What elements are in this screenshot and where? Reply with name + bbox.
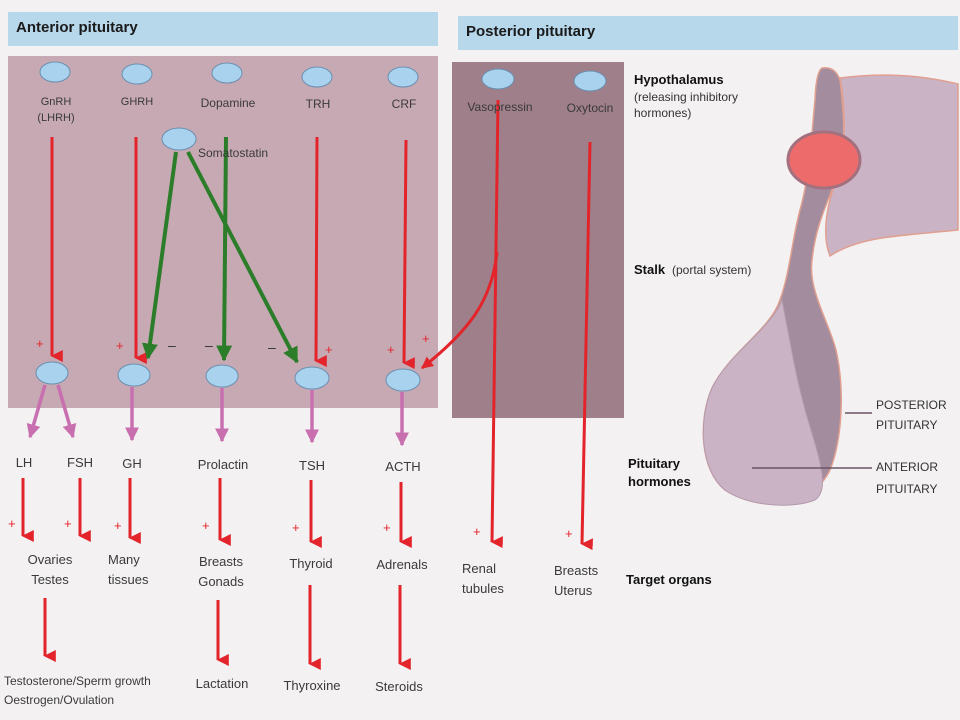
hypothalamus-subtitle-1: (releasing inhibitory [634,90,739,104]
effect-thyroxine: Thyroxine [283,678,341,693]
node-gh [117,363,151,387]
arrow-lh [26,384,47,439]
pituitary-gland-drawing [702,67,959,506]
plus-sign: + [387,342,395,357]
plus-sign: + [422,331,430,346]
node-acth [385,368,421,392]
arrow-vasopressin [490,99,503,549]
node-ghrh [121,63,153,85]
target-organs-title: Target organs [626,572,712,587]
posterior-panel [452,62,624,418]
minus-sign: – [205,337,213,353]
posterior-pituitary-label-2: PITUITARY [876,418,938,432]
node-tsh [294,366,330,390]
effect-steroids: Steroids [375,679,423,694]
posterior-pituitary-label-1: POSTERIOR [876,398,947,412]
arrow-somatostatin-gh [142,151,178,360]
hormone-acth: ACTH [385,459,421,474]
target-breasts: Breasts [198,554,244,569]
stalk-subtitle: (portal system) [672,263,752,277]
hormone-lh: LH [15,455,33,470]
effect-oestrogen-ovulation: Oestrogen/Ovulation [4,693,115,707]
target-thyroid: Thyroid [289,556,333,571]
label-dopamine: Dopamine [200,96,256,110]
minus-sign: – [168,337,176,353]
target-breasts-posterior: Breasts [554,563,599,578]
pituitary-hormones-title-1: Pituitary [628,456,681,471]
plus-sign: + [473,524,481,539]
node-crf [387,66,419,88]
plus-sign: + [114,518,122,533]
plus-sign: + [116,338,124,353]
effect-lactation: Lactation [195,676,249,691]
label-gnrh: GnRH [40,96,72,108]
label-vasopressin: Vasopressin [467,100,533,114]
node-vasopressin [481,68,515,90]
plus-sign: + [64,516,72,531]
target-many: Many [108,552,140,567]
target-testes: Testes [31,572,69,587]
arrow-vasopressin-acth [421,251,499,370]
node-trh [301,66,333,88]
plus-sign: + [565,526,573,541]
plus-sign: + [36,336,44,351]
posterior-header-bar: Posterior pituitary [458,16,958,50]
arrow-trh [314,136,327,368]
target-adrenals: Adrenals [376,557,428,572]
node-somatostatin [161,127,197,151]
target-uterus: Uterus [554,583,593,598]
label-somatostatin: Somatostatin [198,146,269,160]
anterior-pituitary-title: Anterior pituitary [16,19,138,36]
posterior-pituitary-title: Posterior pituitary [466,23,596,40]
arrow-fsh [56,384,77,439]
label-lhrh: (LHRH) [37,112,75,124]
label-ghrh: GHRH [120,96,154,108]
node-lh-fsh [35,361,69,385]
plus-sign: + [325,342,333,357]
node-dopamine [211,62,243,84]
hormone-tsh: TSH [299,458,325,473]
arrow-crf [402,139,415,370]
label-oxytocin: Oxytocin [566,101,614,115]
target-tissues: tissues [108,572,149,587]
effect-testosterone-sperm: Testosterone/Sperm growth [4,674,151,688]
anterior-pituitary-label-2: PITUITARY [876,482,938,496]
arrow-oxytocin [580,141,593,551]
node-gnrh [39,61,71,83]
arrow-somatostatin-tsh [186,151,299,364]
node-prolactin [205,364,239,388]
target-gonads: Gonads [198,574,244,589]
label-crf: CRF [391,97,417,111]
arrow-dopamine [216,136,233,362]
target-ovaries: Ovaries [27,552,73,567]
plus-sign: + [8,516,16,531]
minus-sign: – [268,339,276,355]
plus-sign: + [383,520,391,535]
plus-sign: + [292,520,300,535]
pituitary-hormones-title-2: hormones [628,474,691,489]
hormone-gh: GH [122,456,142,471]
label-trh: TRH [305,97,331,111]
hypothalamus-title: Hypothalamus [634,72,724,87]
hypothalamus-subtitle-2: hormones) [634,106,692,120]
target-renal: Renal [462,561,496,576]
red-nucleus [786,130,862,190]
target-tubules: tubules [462,581,504,596]
stalk-title: Stalk [634,262,666,277]
hormone-fsh: FSH [67,455,93,470]
anterior-pituitary-label-1: ANTERIOR [876,460,939,474]
anterior-lobe [702,298,823,506]
hormone-prolactin: Prolactin [197,457,249,472]
anterior-header-bar: Anterior pituitary [8,12,438,46]
plus-sign: + [202,518,210,533]
node-oxytocin [573,70,607,92]
